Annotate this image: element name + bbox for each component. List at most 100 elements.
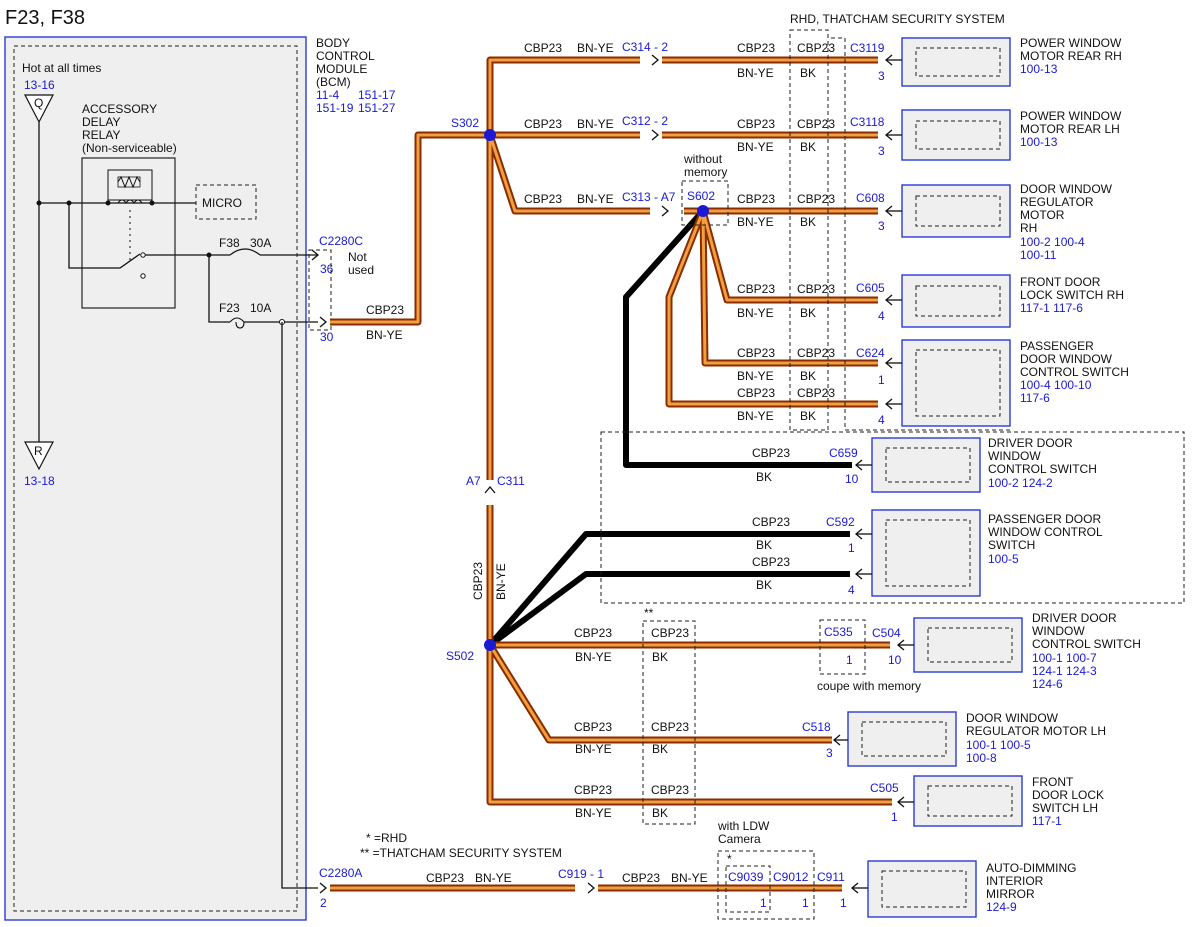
svg-text:DOOR WINDOW: DOOR WINDOW — [966, 711, 1059, 725]
accessory-delay-relay-label: ACCESSORY DELAY RELAY (Non-serviceable) — [82, 102, 177, 155]
wire-bk-c592-4 — [488, 571, 850, 648]
svg-text:BN-YE: BN-YE — [475, 871, 512, 885]
svg-text:LOCK SWITCH RH: LOCK SWITCH RH — [1020, 288, 1124, 302]
svg-text:CBP23: CBP23 — [574, 626, 612, 640]
svg-text:DRIVER DOOR: DRIVER DOOR — [988, 436, 1073, 450]
c9012-label[interactable]: C9012 — [773, 870, 809, 884]
bcm-ref: 151-27 — [358, 101, 396, 115]
c2280c-pin-30: 30 — [320, 330, 334, 344]
svg-text:SWITCH LH: SWITCH LH — [1032, 801, 1098, 815]
svg-text:CBP23: CBP23 — [737, 117, 775, 131]
svg-text:BN-YE: BN-YE — [575, 742, 612, 756]
without-memory-box — [681, 180, 729, 226]
c2280c-label[interactable]: C2280C — [319, 234, 363, 248]
svg-text:BK: BK — [800, 66, 816, 80]
svg-text:BK: BK — [756, 578, 772, 592]
svg-text:WINDOW: WINDOW — [1032, 624, 1085, 638]
svg-text:RH: RH — [1020, 221, 1037, 235]
svg-text:CBP23: CBP23 — [622, 871, 660, 885]
svg-text:100-1 100-7: 100-1 100-7 — [1032, 651, 1097, 665]
bcm-box — [4, 36, 307, 921]
wire-circuit-vertical: CBP23 — [471, 562, 485, 600]
c535-label[interactable]: C535 — [824, 625, 853, 639]
bnye-wires — [330, 56, 892, 892]
svg-text:WINDOW CONTROL: WINDOW CONTROL — [988, 525, 1103, 539]
without-memory-label: without — [683, 152, 723, 166]
svg-text:PASSENGER DOOR: PASSENGER DOOR — [988, 512, 1101, 526]
svg-text:CBP23: CBP23 — [737, 41, 775, 55]
svg-text:117-1: 117-1 — [1032, 814, 1062, 828]
ldw-camera-box — [717, 850, 815, 920]
c911-label[interactable]: C911 — [817, 870, 845, 884]
svg-text:CBP23: CBP23 — [797, 41, 835, 55]
svg-text:100-2 100-4: 100-2 100-4 — [1020, 235, 1085, 249]
r-ref-link[interactable]: 13-18 — [24, 474, 55, 488]
c314-label[interactable]: C314 - 2 — [622, 40, 668, 54]
svg-text:CBP23: CBP23 — [737, 192, 775, 206]
c919-label[interactable]: C919 - 1 — [558, 867, 604, 881]
svg-text:RELAY: RELAY — [82, 128, 120, 142]
c311-label[interactable]: C311 — [497, 474, 525, 488]
c2280a-label[interactable]: C2280A — [319, 866, 362, 880]
svg-text:CBP23: CBP23 — [366, 303, 404, 317]
fuse-f23-icon — [229, 317, 245, 329]
splice-s302[interactable] — [484, 129, 496, 141]
svg-text:CBP23: CBP23 — [797, 117, 835, 131]
svg-text:C624: C624 — [856, 346, 885, 360]
legend-rhd: * =RHD — [366, 831, 407, 845]
svg-text:MOTOR REAR LH: MOTOR REAR LH — [1020, 122, 1120, 136]
micro-box — [195, 184, 257, 220]
svg-text:100-5: 100-5 — [988, 552, 1019, 566]
svg-text:4: 4 — [848, 583, 855, 597]
svg-text:SWITCH: SWITCH — [988, 538, 1035, 552]
svg-text:CBP23: CBP23 — [797, 386, 835, 400]
wire-color-vertical: BN-YE — [494, 563, 508, 600]
c9039-label[interactable]: C9039 — [728, 870, 764, 884]
svg-text:3: 3 — [826, 746, 833, 760]
splice-s602[interactable] — [697, 205, 709, 217]
svg-text:BN-YE: BN-YE — [577, 192, 614, 206]
rhd-marker: * — [727, 852, 732, 866]
svg-text:REGULATOR: REGULATOR — [1020, 195, 1094, 209]
bcm-ref: 151-19 — [316, 101, 354, 115]
svg-text:BN-YE: BN-YE — [737, 215, 774, 229]
svg-text:BK: BK — [756, 470, 772, 484]
not-used-label: Not — [348, 250, 367, 264]
svg-text:CBP23: CBP23 — [651, 783, 689, 797]
svg-text:POWER WINDOW: POWER WINDOW — [1020, 36, 1122, 50]
bcm-label-line: CONTROL — [316, 49, 375, 63]
svg-text:BK: BK — [652, 742, 668, 756]
svg-text:CBP23: CBP23 — [574, 783, 612, 797]
hot-ref-link[interactable]: 13-16 — [24, 78, 55, 92]
c312-label[interactable]: C312 - 2 — [622, 114, 668, 128]
s302-label: S302 — [451, 116, 479, 130]
svg-text:CBP23: CBP23 — [752, 446, 790, 460]
splice-s502[interactable] — [484, 639, 496, 651]
c2280c-pin: 36 — [320, 262, 334, 276]
svg-text:BN-YE: BN-YE — [575, 806, 612, 820]
fuse-f38-amp: 30A — [250, 236, 271, 250]
svg-text:1: 1 — [891, 810, 898, 824]
svg-text:C3119: C3119 — [850, 41, 885, 55]
c313-label[interactable]: C313 - A7 — [622, 190, 676, 204]
svg-text:BK: BK — [800, 140, 816, 154]
relay-coil-icon — [117, 199, 143, 204]
svg-text:100-4 100-10: 100-4 100-10 — [1020, 378, 1092, 392]
svg-text:C659: C659 — [829, 446, 858, 460]
bcm-label-line: (BCM) — [316, 75, 351, 89]
q-connector-triangle — [24, 94, 54, 124]
fuse-f38-label: F38 — [219, 236, 240, 250]
